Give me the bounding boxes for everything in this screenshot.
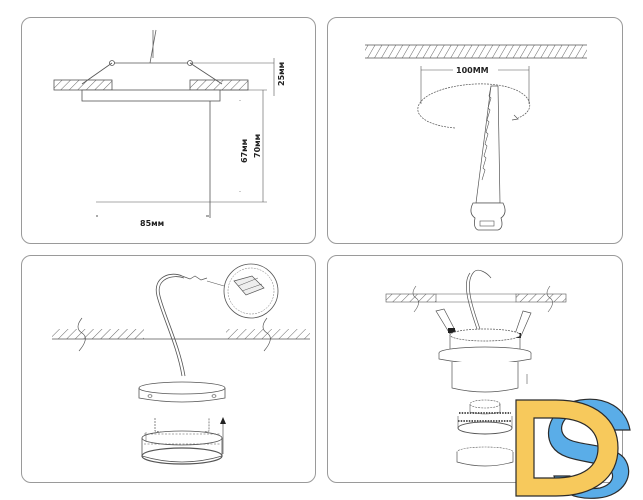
cutout-drawing: 100MM	[365, 44, 587, 231]
label-diameter: 85мм	[140, 219, 164, 228]
assembly-drawing	[385, 269, 567, 467]
label-hole-diameter: 100MM	[456, 66, 489, 75]
panel-dimensions: 25мм 70мм 67мм 85мм	[21, 17, 316, 244]
arrow-up-icon	[220, 417, 226, 424]
label-depth-total: 70мм	[253, 134, 262, 158]
ds-logo	[515, 398, 631, 499]
label-depth-inner: 67мм	[240, 139, 249, 163]
label-depth-above: 25мм	[277, 62, 286, 86]
logo-letter-s	[547, 398, 631, 499]
panel-cutout: 100MM	[327, 17, 623, 244]
panel-wiring	[21, 255, 316, 483]
logo-letter-d	[515, 399, 619, 497]
dimension-drawing: 25мм 70мм 67мм 85мм	[53, 29, 286, 228]
wiring-drawing	[52, 263, 310, 465]
